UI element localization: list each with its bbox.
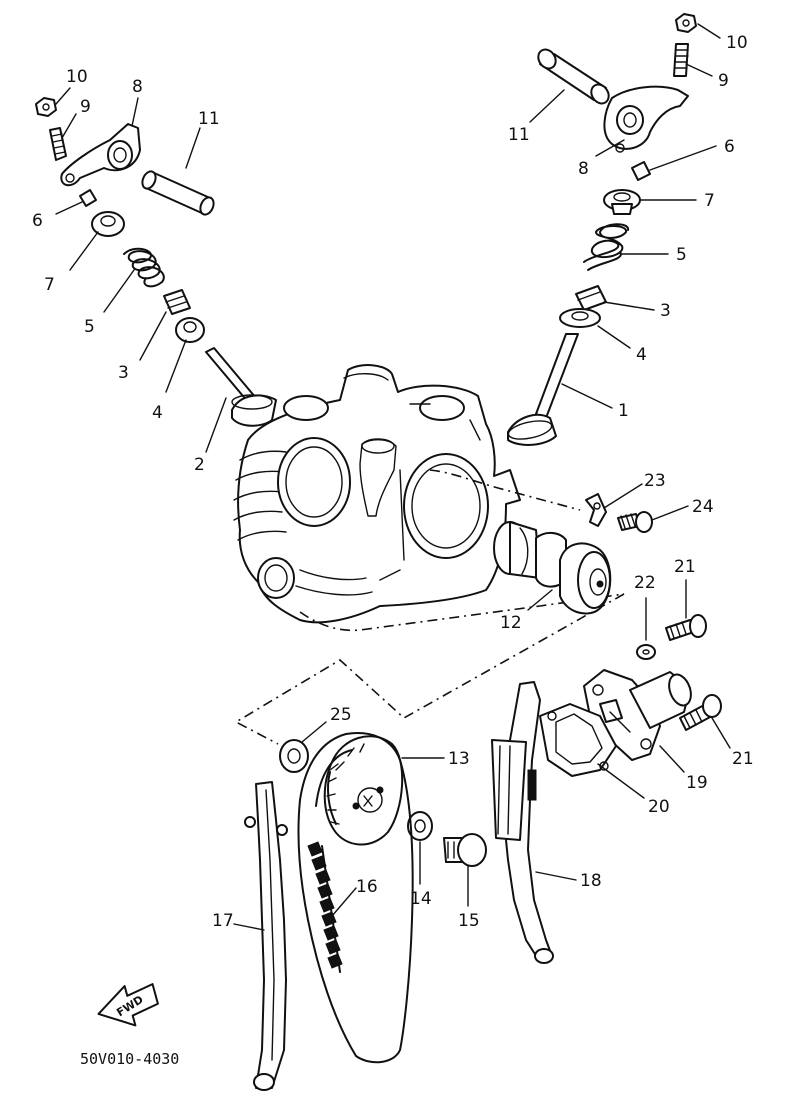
left-valve-train (35, 97, 277, 427)
part-spring-seat-4-left (175, 317, 205, 343)
part-bolt-21-lower (679, 694, 722, 731)
part-adjuster-9-left (49, 127, 67, 161)
part-bearing-25 (279, 739, 309, 773)
part-chain-guide-17 (244, 781, 288, 1091)
part-cylinder-head (233, 364, 521, 624)
callout-19: 19 (686, 773, 708, 793)
callout-18: 18 (580, 871, 602, 891)
part-spring-seat-4-right (559, 308, 601, 328)
callout-2: 2 (194, 455, 205, 475)
part-washer-14 (407, 811, 433, 841)
part-chain-guide-18 (491, 681, 554, 964)
callout-22: 22 (634, 573, 656, 593)
callout-23: 23 (644, 471, 666, 491)
part-nut-10-left (35, 97, 57, 117)
part-bolt-21-upper (665, 614, 707, 641)
part-valve-spring-5-right (583, 223, 629, 271)
part-washer-22 (636, 644, 656, 660)
callout-21-lower: 21 (732, 749, 754, 769)
callout-20: 20 (648, 797, 670, 817)
part-rocker-shaft-11-right (537, 48, 610, 105)
callout-1: 1 (618, 401, 629, 421)
callout-12: 12 (500, 613, 522, 633)
part-cotter-6-right (631, 161, 651, 181)
callout-16: 16 (356, 877, 378, 897)
part-valve-2-exhaust (205, 347, 277, 427)
callout-3-right: 3 (660, 301, 671, 321)
part-valve-spring-5-left (123, 247, 165, 288)
part-bolt-24 (617, 511, 653, 533)
callout-17: 17 (212, 911, 234, 931)
part-valve-1-intake (507, 333, 579, 446)
part-rocker-arm-8-left (60, 123, 141, 187)
part-lock-plate-23 (585, 493, 607, 527)
part-stem-seal-3-right (575, 285, 607, 311)
callout-labels: 10 9 8 11 6 7 5 3 4 2 10 9 11 8 6 7 5 3 … (32, 33, 754, 931)
callout-8-left: 8 (132, 77, 143, 97)
callout-9-right: 9 (718, 71, 729, 91)
part-gasket-20 (539, 703, 617, 777)
callout-15: 15 (458, 911, 480, 931)
part-rocker-arm-8-right (603, 85, 689, 153)
callout-6-left: 6 (32, 211, 43, 231)
callout-7-left: 7 (44, 275, 55, 295)
callout-11-left: 11 (198, 109, 220, 129)
part-cotter-6-left (79, 189, 97, 207)
callout-5-right: 5 (676, 245, 687, 265)
callout-8-right: 8 (578, 159, 589, 179)
part-nut-10-right (675, 13, 697, 33)
part-rocker-shaft-11-left (141, 170, 215, 216)
part-chain-tensioner-19 (583, 669, 692, 761)
part-cam-sprocket-13 (323, 735, 404, 846)
part-camshaft-12 (493, 521, 612, 615)
part-retainer-7-left (91, 211, 125, 237)
callout-10-left: 10 (66, 67, 88, 87)
callout-3-left: 3 (118, 363, 129, 383)
callout-11-right: 11 (508, 125, 530, 145)
part-retainer-7-right (603, 189, 641, 215)
callout-13: 13 (448, 749, 470, 769)
right-valve-train (507, 13, 697, 446)
diagram-code: 50V010-4030 (80, 1050, 179, 1068)
callout-21-upper: 21 (674, 557, 696, 577)
callout-9-left: 9 (80, 97, 91, 117)
part-bolt-15 (443, 833, 487, 867)
callout-25: 25 (330, 705, 352, 725)
callout-5-left: 5 (84, 317, 95, 337)
callout-14: 14 (410, 889, 432, 909)
part-stem-seal-3-left (163, 289, 191, 315)
fwd-arrow-icon: FWD (97, 983, 159, 1027)
callout-10-right: 10 (726, 33, 748, 53)
reference-lines (234, 469, 625, 745)
part-adjuster-9-right (673, 43, 689, 77)
callout-7-right: 7 (704, 191, 715, 211)
callout-24: 24 (692, 497, 714, 517)
callout-4-left: 4 (152, 403, 163, 423)
callout-4-right: 4 (636, 345, 647, 365)
leader-lines (55, 23, 731, 931)
callout-6-right: 6 (724, 137, 735, 157)
part-cam-chain-16 (297, 732, 414, 1064)
